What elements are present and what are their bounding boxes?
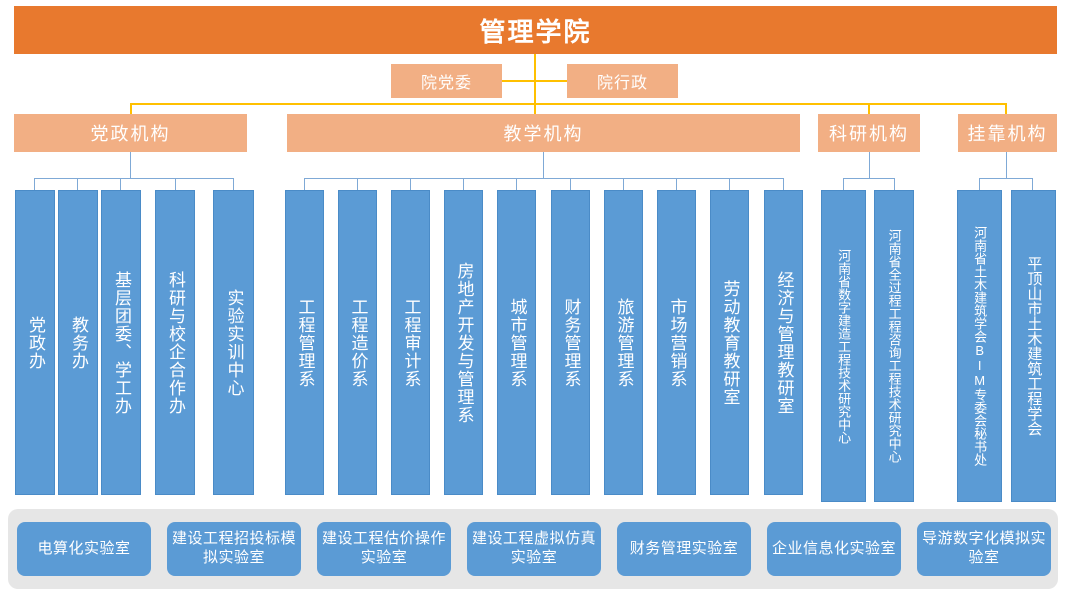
- connector-affiliate-bus: [979, 178, 1033, 179]
- laboratory-4[interactable]: 财务管理实验室: [617, 522, 751, 576]
- connector-research-bus: [843, 178, 895, 179]
- unit-teaching-8[interactable]: 劳动教育教研室: [710, 190, 749, 495]
- unit-affiliate-0[interactable]: 河南省土木建筑学会BIM专委会秘书处: [957, 190, 1002, 502]
- unit-teaching-9[interactable]: 经济与管理教研室: [764, 190, 803, 495]
- unit-admin-3[interactable]: 科研与校企合作办: [155, 190, 195, 495]
- laboratory-2[interactable]: 建设工程估价操作实验室: [317, 522, 451, 576]
- laboratory-6[interactable]: 导游数字化模拟实验室: [917, 522, 1051, 576]
- connector-teaching-drop-1: [357, 178, 358, 190]
- connector-teaching-drop-8: [729, 178, 730, 190]
- unit-teaching-1[interactable]: 工程造价系: [338, 190, 377, 495]
- unit-admin-2[interactable]: 基层团委、学工办: [101, 190, 141, 495]
- unit-teaching-7[interactable]: 市场营销系: [657, 190, 696, 495]
- connector-drop-affiliate: [1005, 103, 1007, 115]
- unit-teaching-4[interactable]: 城市管理系: [497, 190, 536, 495]
- connector-teaching-drop-4: [516, 178, 517, 190]
- connector-category-bus: [130, 103, 1007, 105]
- unit-teaching-6[interactable]: 旅游管理系: [604, 190, 643, 495]
- connector-admin-drop-1: [77, 178, 78, 190]
- category-research[interactable]: 科研机构: [818, 114, 920, 152]
- category-affiliate[interactable]: 挂靠机构: [958, 114, 1057, 152]
- unit-affiliate-1[interactable]: 平顶山市土木建筑工程学会: [1011, 190, 1056, 502]
- unit-admin-1[interactable]: 教务办: [58, 190, 98, 495]
- node-administration[interactable]: 院行政: [567, 64, 678, 98]
- laboratory-0[interactable]: 电算化实验室: [17, 522, 151, 576]
- connector-teaching-drop-3: [463, 178, 464, 190]
- root-node-management-college[interactable]: 管理学院: [14, 6, 1057, 54]
- unit-teaching-0[interactable]: 工程管理系: [285, 190, 324, 495]
- connector-teaching-drop-6: [623, 178, 624, 190]
- connector-teaching-drop-7: [676, 178, 677, 190]
- connector-admin-bus: [34, 178, 234, 179]
- laboratory-1[interactable]: 建设工程招投标模拟实验室: [167, 522, 301, 576]
- connector-affiliate-stem: [1006, 152, 1007, 178]
- connector-drop-admin: [130, 103, 132, 115]
- unit-teaching-2[interactable]: 工程审计系: [391, 190, 430, 495]
- laboratory-5[interactable]: 企业信息化实验室: [767, 522, 901, 576]
- unit-teaching-3[interactable]: 房地产开发与管理系: [444, 190, 483, 495]
- node-party-committee[interactable]: 院党委: [391, 64, 502, 98]
- category-admin[interactable]: 党政机构: [14, 114, 247, 152]
- connector-research-stem: [869, 152, 870, 178]
- connector-teaching-drop-0: [304, 178, 305, 190]
- connector-admin-drop-4: [233, 178, 234, 190]
- connector-admin-drop-3: [175, 178, 176, 190]
- unit-admin-4[interactable]: 实验实训中心: [213, 190, 254, 495]
- connector-admin-stem: [130, 152, 131, 178]
- connector-research-drop-0: [843, 178, 844, 190]
- connector-teaching-drop-2: [410, 178, 411, 190]
- unit-admin-0[interactable]: 党政办: [15, 190, 55, 495]
- connector-teaching-bus: [304, 178, 783, 179]
- unit-research-0[interactable]: 河南省数字建造工程技术研究中心: [821, 190, 866, 502]
- laboratory-3[interactable]: 建设工程虚拟仿真实验室: [467, 522, 601, 576]
- unit-research-1[interactable]: 河南省全过程工程咨询工程技术研究中心: [874, 190, 914, 502]
- connector-secondary-stem: [534, 80, 536, 104]
- unit-teaching-5[interactable]: 财务管理系: [551, 190, 590, 495]
- connector-center-to-admin: [534, 80, 567, 82]
- connector-teaching-drop-9: [783, 178, 784, 190]
- category-teaching[interactable]: 教学机构: [287, 114, 800, 152]
- connector-research-drop-1: [894, 178, 895, 190]
- connector-admin-drop-2: [120, 178, 121, 190]
- connector-admin-drop-0: [34, 178, 35, 190]
- connector-affiliate-drop-0: [979, 178, 980, 190]
- connector-affiliate-drop-1: [1032, 178, 1033, 190]
- connector-teaching-stem: [543, 152, 544, 178]
- connector-drop-research: [868, 103, 870, 115]
- connector-root-stem: [534, 54, 536, 81]
- connector-drop-teaching: [534, 103, 536, 115]
- connector-teaching-drop-5: [570, 178, 571, 190]
- connector-party-to-center: [502, 80, 535, 82]
